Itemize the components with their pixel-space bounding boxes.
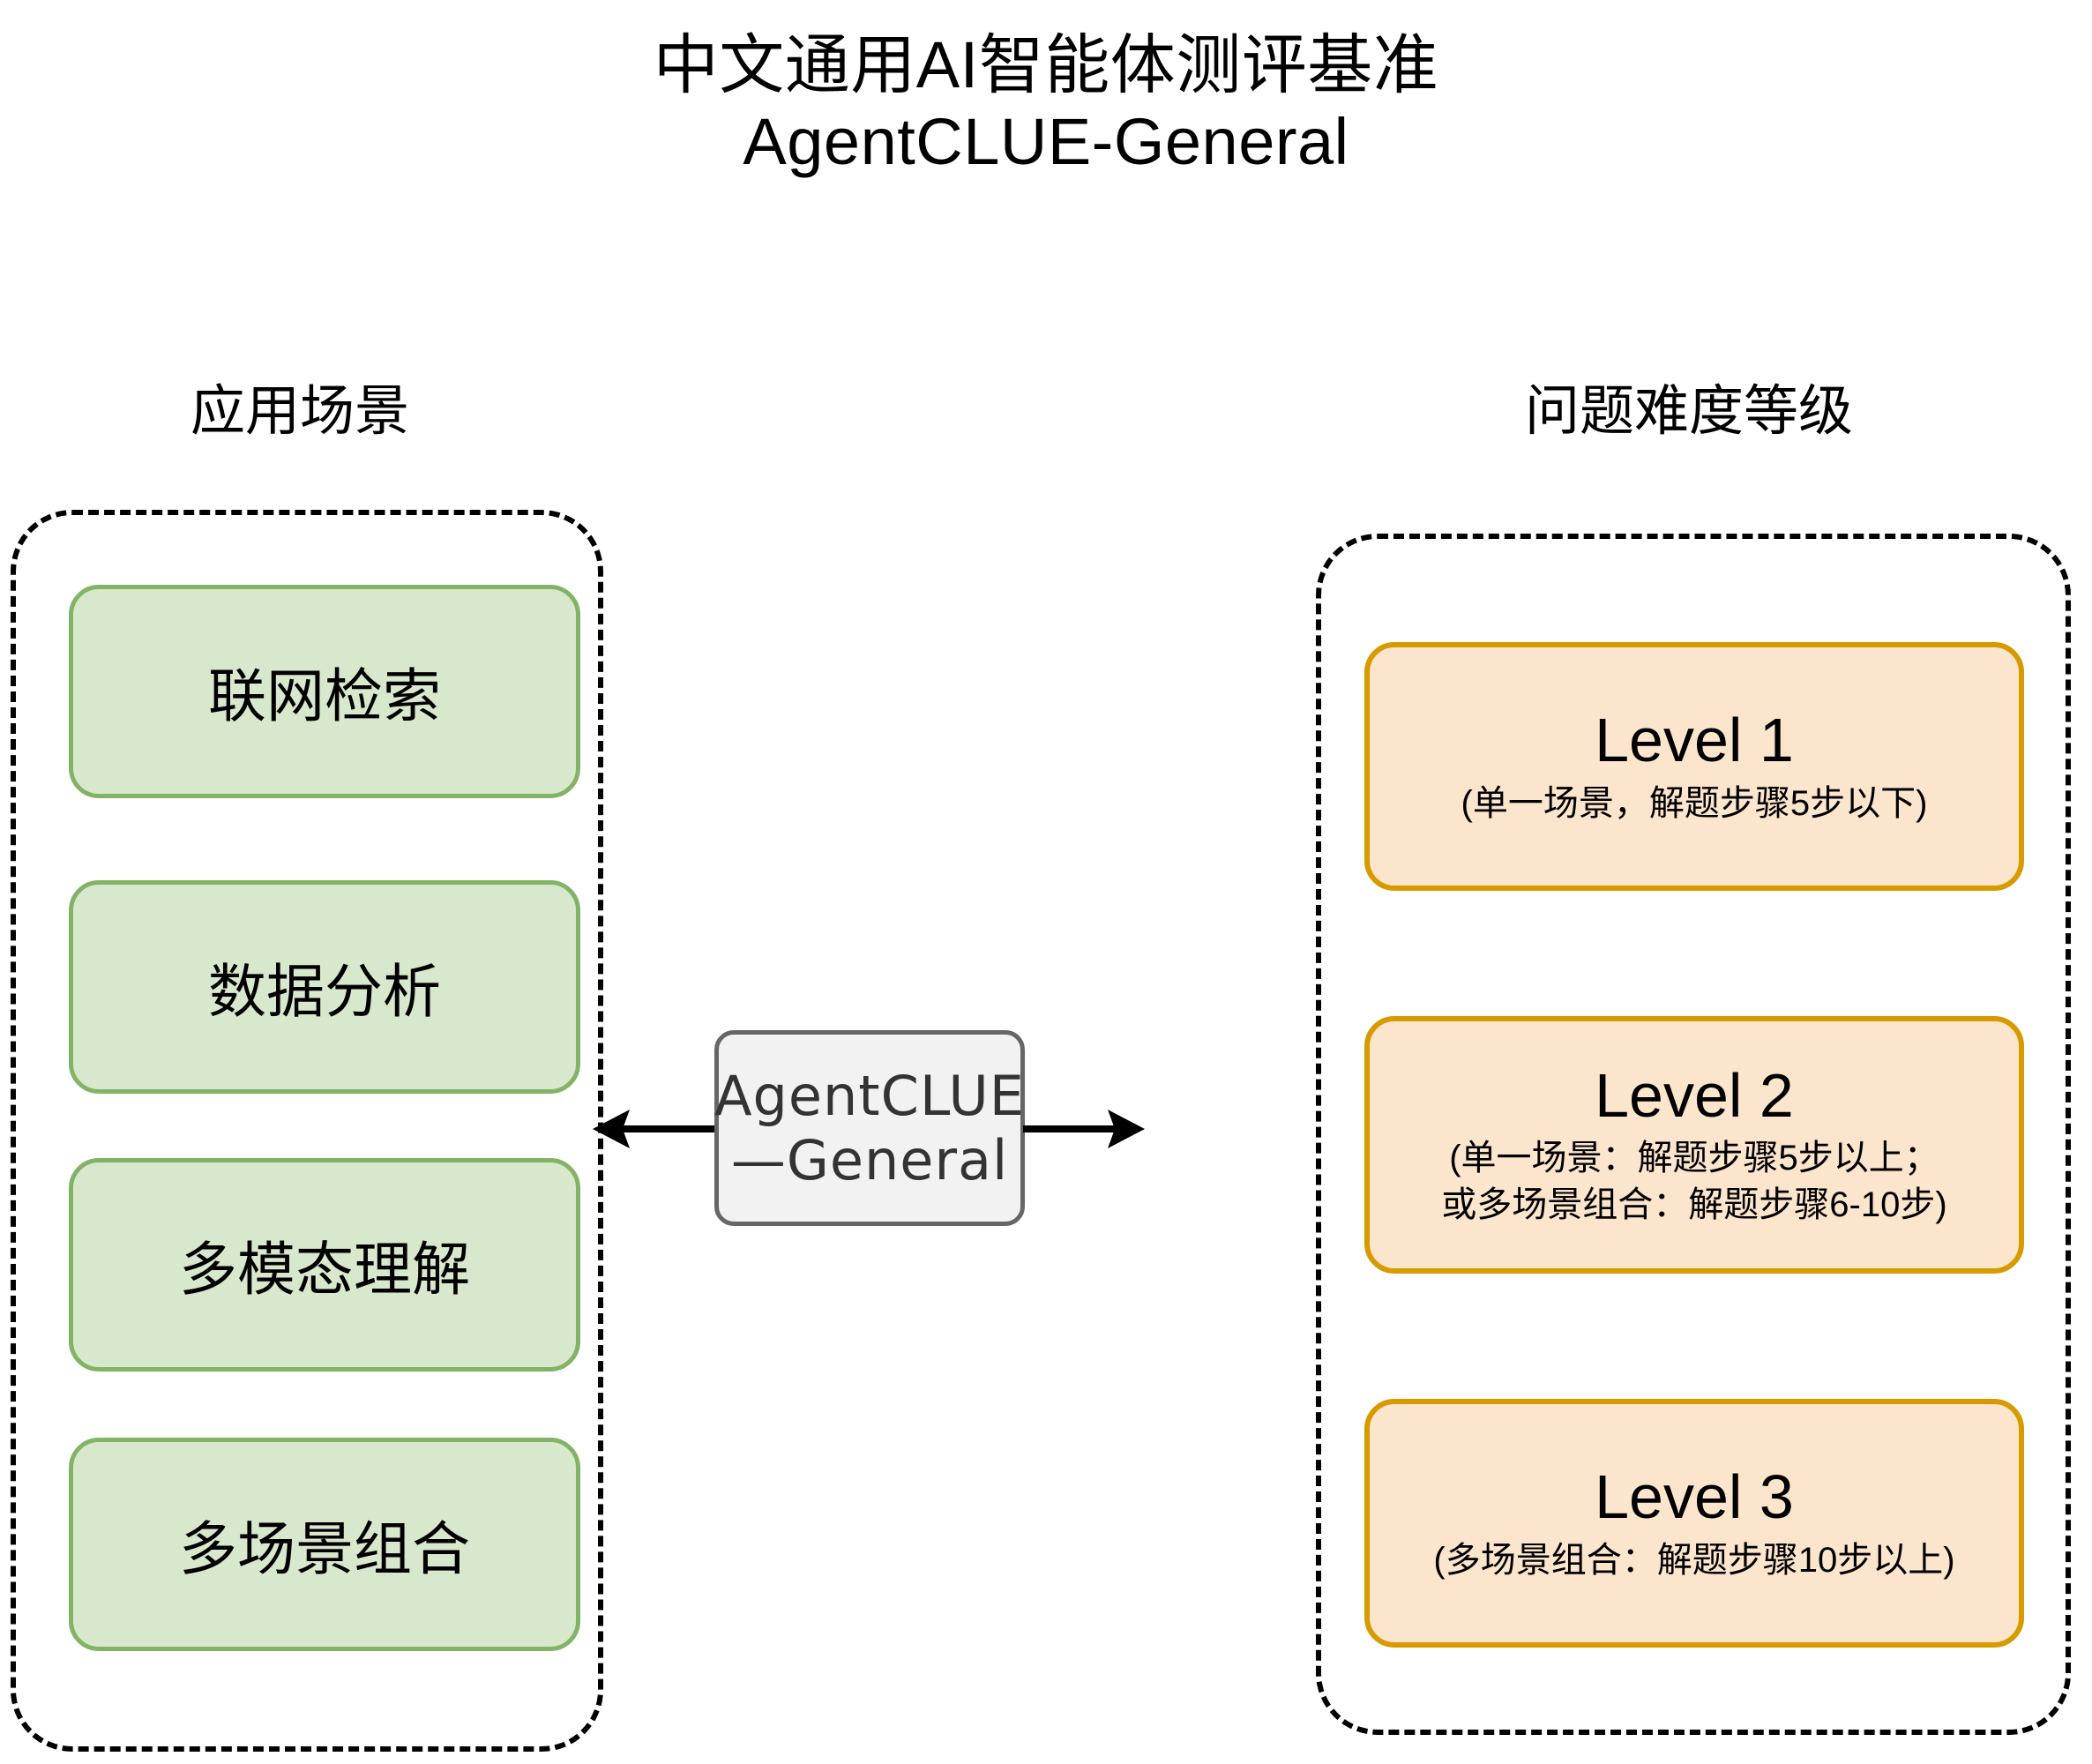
center-node-line-2: —General xyxy=(730,1128,1009,1192)
page-title-line-2: AgentCLUE-General xyxy=(743,105,1349,179)
level-description-line-1: (单一场景，解题步骤5步以下) xyxy=(1461,783,1928,823)
level-title: Level 1 xyxy=(1595,706,1794,775)
scenario-label: 联网检索 xyxy=(208,663,441,729)
left-group-header: 应用场景 xyxy=(190,381,409,442)
level-box-2[interactable]: Level 2 (单一场景：解题步骤5步以上； 或多场景组合：解题步骤6-10步… xyxy=(1364,1016,2024,1274)
right-group-header: 问题难度等级 xyxy=(1524,381,1853,442)
level-description-line-1: (多场景组合：解题步骤10步以上) xyxy=(1433,1540,1955,1580)
center-node-agentclue-general[interactable]: AgentCLUE —General xyxy=(714,1030,1025,1226)
difficulty-levels-group xyxy=(1316,534,2071,1735)
level-description-line-2: 或多场景组合：解题步骤6-10步) xyxy=(1441,1185,1947,1225)
level-description-line-1: (单一场景：解题步骤5步以上； xyxy=(1449,1139,1939,1178)
arrow-left-icon xyxy=(593,1110,714,1148)
level-title: Level 2 xyxy=(1595,1061,1794,1130)
scenario-box-multi-scenario-composition[interactable]: 多场景组合 xyxy=(69,1438,580,1651)
level-box-1[interactable]: Level 1 (单一场景，解题步骤5步以下) xyxy=(1364,642,2024,891)
scenario-label: 多场景组合 xyxy=(179,1516,470,1581)
scenario-box-multimodal-understanding[interactable]: 多模态理解 xyxy=(69,1158,580,1372)
arrow-right-icon xyxy=(1023,1110,1145,1148)
scenario-label: 数据分析 xyxy=(208,959,441,1024)
page-title: 中文通用AI智能体测评基准 AgentCLUE-General xyxy=(0,26,2092,181)
scenario-label: 多模态理解 xyxy=(179,1237,470,1302)
level-title: Level 3 xyxy=(1595,1462,1794,1532)
center-node-line-1: AgentCLUE xyxy=(714,1063,1025,1128)
scenario-box-data-analysis[interactable]: 数据分析 xyxy=(69,880,580,1094)
page-title-line-1: 中文通用AI智能体测评基准 xyxy=(653,28,1439,101)
scenario-box-online-search[interactable]: 联网检索 xyxy=(69,585,580,798)
level-box-3[interactable]: Level 3 (多场景组合：解题步骤10步以上) xyxy=(1364,1399,2024,1648)
